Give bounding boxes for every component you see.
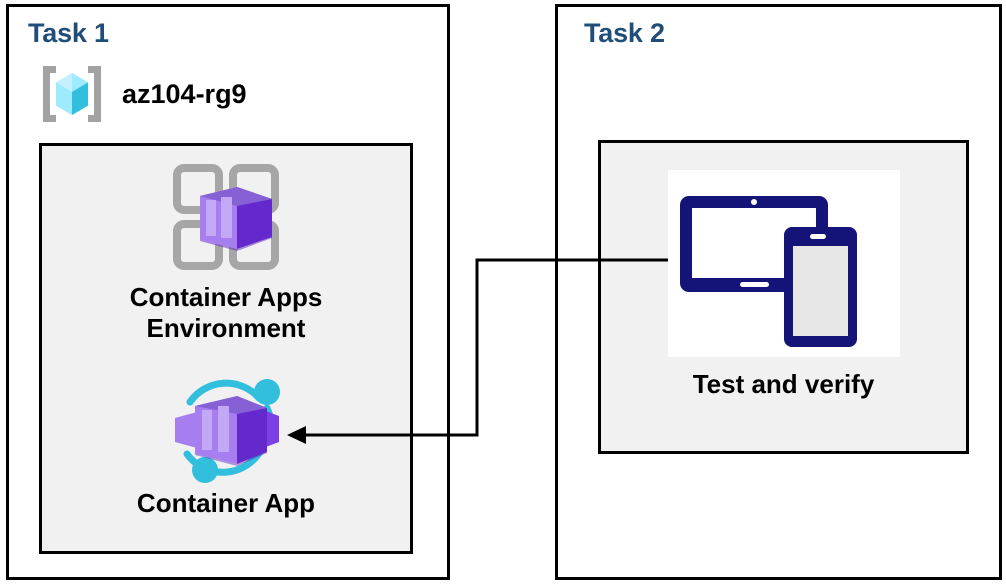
container-apps-environment-icon <box>39 158 413 276</box>
container-apps-environment-node: Container Apps Environment <box>39 158 413 343</box>
resource-group-icon <box>36 63 108 125</box>
container-app-node: Container App <box>39 372 413 519</box>
resource-group-label: az104-rg9 <box>122 78 247 109</box>
test-verify-label: Test and verify <box>692 369 875 399</box>
devices-tablet-phone-icon <box>667 170 900 357</box>
resource-group-header: az104-rg9 <box>36 63 247 125</box>
task-2-title: Task 2 <box>584 18 665 48</box>
container-app-label: Container App <box>136 488 316 518</box>
test-verify-node: Test and verify <box>598 170 969 400</box>
container-apps-environment-label: Container Apps Environment <box>129 282 323 343</box>
task-1-title: Task 1 <box>28 18 109 48</box>
container-app-icon <box>39 372 413 484</box>
